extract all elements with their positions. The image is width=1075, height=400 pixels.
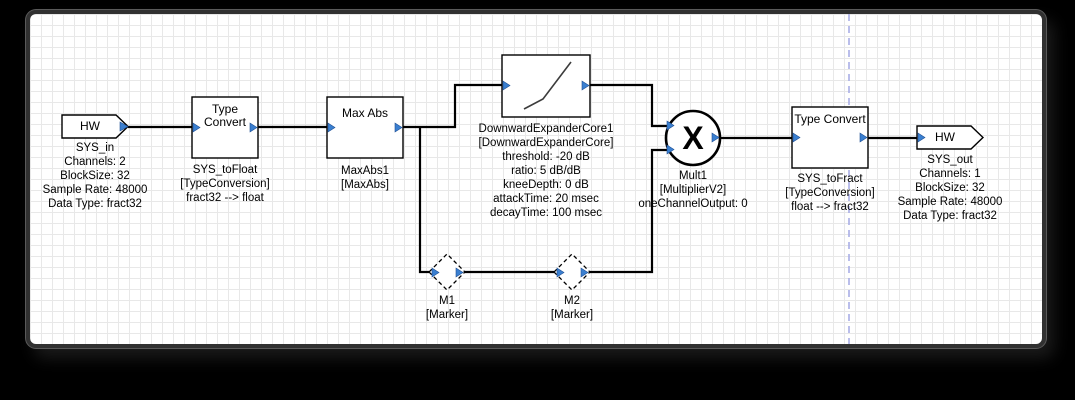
caption-m1: M1 [Marker] <box>426 294 468 322</box>
caption-line: SYS_toFloat <box>192 164 258 176</box>
caption-line: [TypeConversion] <box>785 187 875 199</box>
caption-line: [MaxAbs] <box>341 179 389 191</box>
caption-line: threshold: -20 dB <box>502 151 590 163</box>
pin-sys-to-fract-output[interactable] <box>859 132 868 143</box>
pin-expander-output[interactable] <box>581 80 590 91</box>
pin-m1-input[interactable] <box>431 267 440 278</box>
caption-line: M2 <box>564 295 580 307</box>
caption-line: oneChannelOutput: 0 <box>638 198 748 210</box>
wire-expander-to-mult[interactable] <box>590 83 667 128</box>
caption-max-abs: MaxAbs1 [MaxAbs] <box>341 164 389 192</box>
block-sys-to-float[interactable] <box>191 96 259 159</box>
caption-line: [DownwardExpanderCore] <box>478 137 614 149</box>
expander-curve-icon <box>523 61 572 110</box>
wire-m2-to-mult[interactable] <box>590 148 667 274</box>
multiply-symbol: X <box>682 119 704 156</box>
caption-sys-to-fract: SYS_toFract [TypeConversion] float --> f… <box>785 172 875 214</box>
caption-downward-expander: DownwardExpanderCore1 [DownwardExpanderC… <box>479 122 614 220</box>
caption-line: SYS_out <box>927 154 973 166</box>
caption-line: attackTime: 20 msec <box>493 193 599 205</box>
pin-sys-out-input[interactable] <box>917 132 926 143</box>
pin-mult-input-2[interactable] <box>666 144 675 155</box>
caption-line: BlockSize: 32 <box>60 170 130 182</box>
wire-maxabs-to-expander[interactable] <box>403 83 502 129</box>
caption-line: Channels: 2 <box>64 156 126 168</box>
caption-line: float --> fract32 <box>791 201 869 213</box>
caption-line: SYS_toFract <box>797 173 863 185</box>
pin-expander-input[interactable] <box>502 80 511 91</box>
block-max-abs[interactable] <box>326 96 404 159</box>
block-m1[interactable] <box>428 253 466 291</box>
caption-line: DownwardExpanderCore1 <box>478 123 614 135</box>
caption-line: decayTime: 100 msec <box>489 207 603 219</box>
caption-sys-to-float: SYS_toFloat [TypeConversion] fract32 -->… <box>180 163 270 205</box>
pin-sys-to-float-output[interactable] <box>249 122 258 133</box>
caption-m2: M2 [Marker] <box>551 294 593 322</box>
caption-line: kneeDepth: 0 dB <box>503 179 589 191</box>
schematic-canvas[interactable]: HW Type Convert Max Abs Type Convert HW … <box>26 10 1046 348</box>
pin-sys-to-fract-input[interactable] <box>792 132 801 143</box>
caption-sys-out: SYS_out Channels: 1 BlockSize: 32 Sample… <box>898 153 1003 223</box>
caption-line: [Marker] <box>550 309 594 321</box>
caption-line: BlockSize: 32 <box>915 182 985 194</box>
pin-mult-output[interactable] <box>711 132 720 143</box>
block-title-sys-out: HW <box>935 130 955 144</box>
pin-max-abs-input[interactable] <box>327 122 336 133</box>
pin-mult-input-1[interactable] <box>666 120 675 131</box>
block-title-sys-in: HW <box>80 119 100 133</box>
caption-line: fract32 --> float <box>186 192 264 204</box>
caption-line: Sample Rate: 48000 <box>897 196 1003 208</box>
caption-line: Mult1 <box>678 170 708 182</box>
caption-line: [TypeConversion] <box>180 178 270 190</box>
block-downward-expander-core[interactable] <box>501 54 591 118</box>
geometry-layer <box>61 14 985 344</box>
caption-line: [MultiplierV2] <box>659 184 727 196</box>
block-sys-in[interactable] <box>61 114 130 139</box>
caption-mult: Mult1 [MultiplierV2] oneChannelOutput: 0 <box>638 169 747 211</box>
caption-line: [Marker] <box>425 309 469 321</box>
pin-max-abs-output[interactable] <box>394 122 403 133</box>
block-sys-out[interactable] <box>916 125 985 150</box>
block-title-sys-to-fract: Type Convert <box>794 112 866 126</box>
block-sys-to-fract[interactable] <box>791 106 869 169</box>
caption-line: Data Type: fract32 <box>903 210 997 222</box>
block-title-max-abs: Max Abs <box>341 106 389 120</box>
caption-line: Sample Rate: 48000 <box>42 184 148 196</box>
pin-m2-output[interactable] <box>580 267 589 278</box>
caption-sys-in: SYS_in Channels: 2 BlockSize: 32 Sample … <box>43 141 148 211</box>
wire-maxabs-to-m1[interactable] <box>418 127 429 274</box>
block-m2[interactable] <box>553 253 591 291</box>
block-title-sys-to-float: Type Convert <box>203 102 247 129</box>
caption-line: M1 <box>439 295 455 307</box>
caption-line: ratio: 5 dB/dB <box>511 165 581 177</box>
caption-line: Data Type: fract32 <box>48 198 142 210</box>
caption-line: SYS_in <box>75 142 115 154</box>
pin-sys-in-output[interactable] <box>119 121 129 132</box>
block-mult[interactable] <box>664 109 722 167</box>
pin-sys-to-float-input[interactable] <box>192 122 201 133</box>
pin-m2-input[interactable] <box>556 267 565 278</box>
caption-line: MaxAbs1 <box>341 165 389 177</box>
pin-m1-output[interactable] <box>455 267 464 278</box>
caption-line: Channels: 1 <box>919 168 981 180</box>
